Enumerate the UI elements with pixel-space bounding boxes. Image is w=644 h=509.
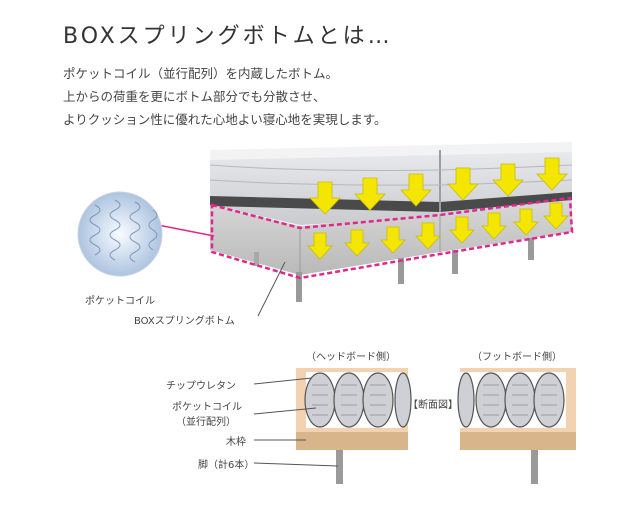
intro-line: 上からの荷重を更にボトム部分でも分散させ、: [63, 89, 326, 104]
box-label-leader: [257, 261, 286, 317]
foot-board-label: （フットボード側）: [472, 352, 562, 363]
box-spring-bottom-label: BOXスプリングボトム: [134, 316, 235, 327]
pocket-coil-label: ポケットコイル: [85, 296, 155, 307]
intro-line: ポケットコイル（並行配列）を内蔵したボトム。: [63, 66, 339, 81]
bed-legs: [254, 238, 534, 302]
legend-pocket-coil-arrangement: （並行配列）: [176, 417, 236, 428]
highlight-dashed-outline: [210, 196, 574, 280]
section-view-label: 【断面図】: [408, 400, 458, 411]
pocket-coil-inset: [77, 191, 215, 277]
page-title: BOXスプリングボトムとは…: [63, 24, 393, 49]
intro-text: ポケットコイル（並行配列）を内蔵したボトム。 上からの荷重を更にボトム部分でも分…: [63, 62, 387, 131]
mattress: [209, 142, 573, 225]
legend-chip-urethane: チップウレタン: [166, 381, 236, 392]
legend-pocket-coil: ポケットコイル: [172, 402, 242, 413]
intro-line: よりクッション性に優れた心地よい寝心地を実現します。: [63, 112, 387, 127]
head-board-label: （ヘッドボード側）: [306, 352, 396, 363]
legend-legs: 脚（計6本）: [198, 460, 255, 471]
cross-section-diagram: [253, 368, 576, 484]
legend-wood-frame: 木枠: [226, 437, 246, 448]
